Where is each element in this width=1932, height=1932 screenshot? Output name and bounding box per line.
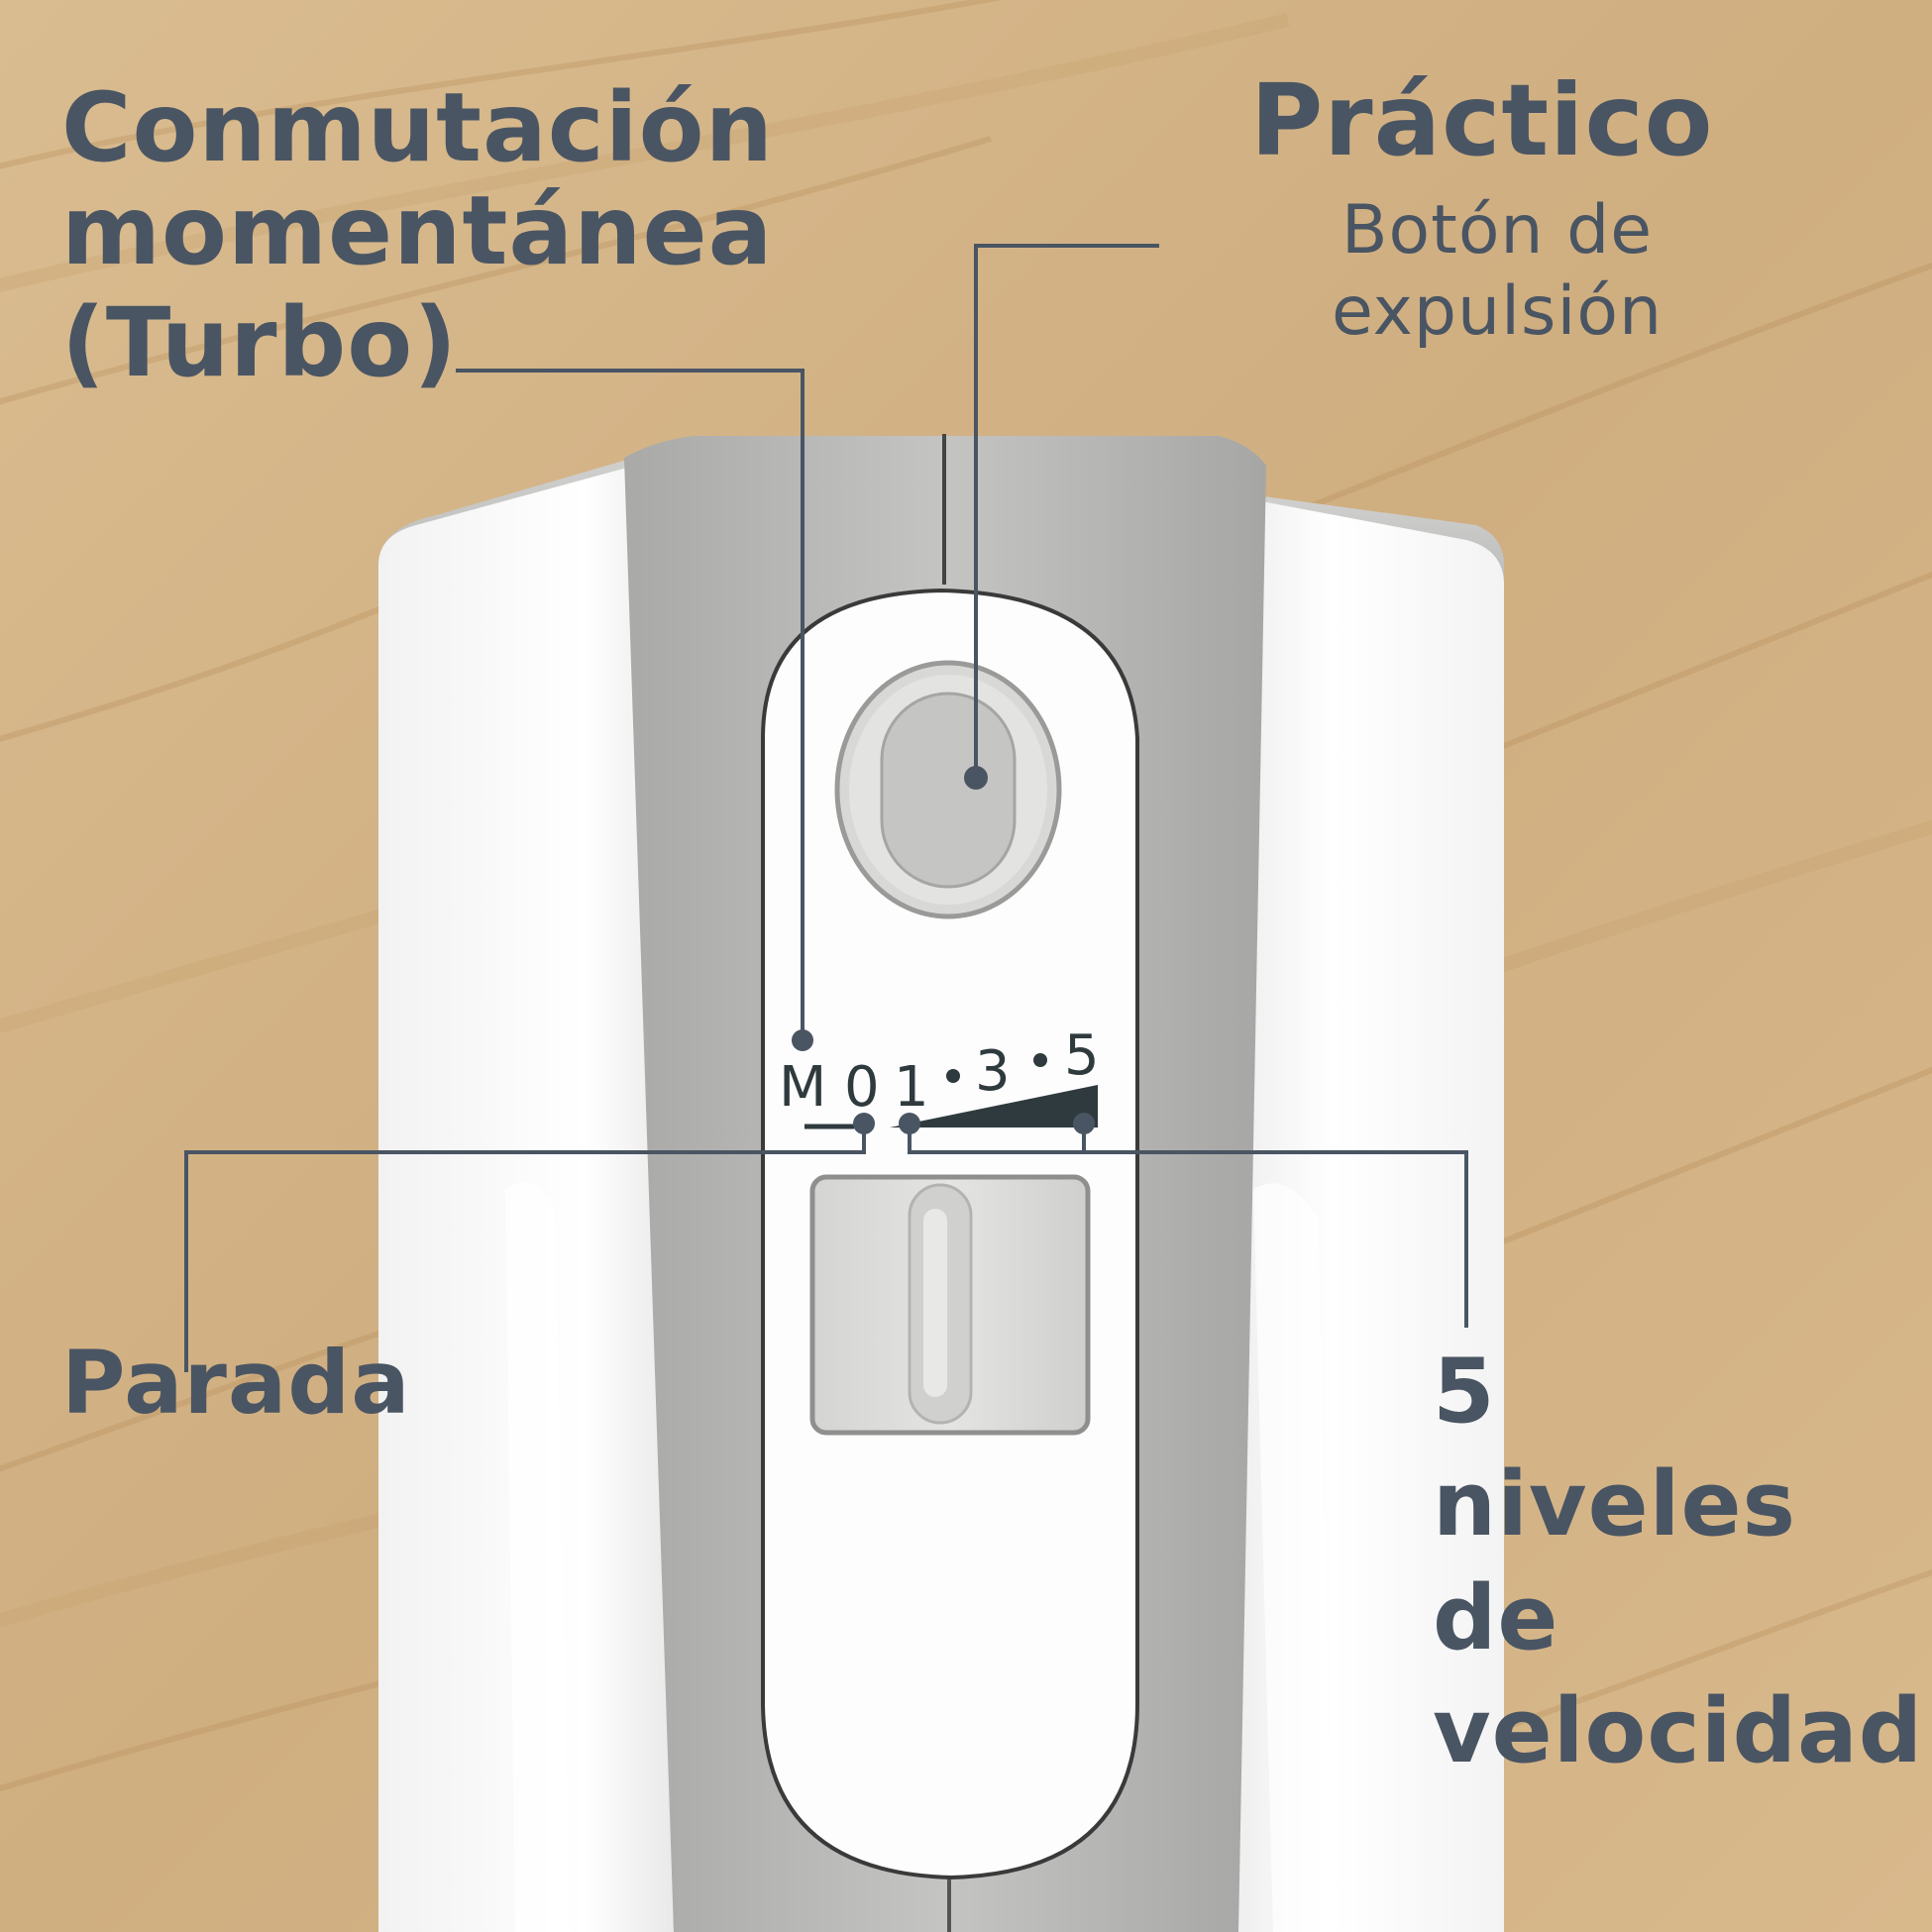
speeds-callout: 5 niveles de velocidad [1433, 1336, 1923, 1788]
mixer-body [378, 434, 1504, 1932]
scale-label-zero: 0 [844, 1055, 880, 1120]
speed-scale: M 0 1 3 5 [779, 1023, 1100, 1129]
stop-callout: Parada [61, 1332, 411, 1434]
scale-label-m: M [779, 1055, 826, 1120]
speeds-callout-line4: velocidad [1433, 1678, 1924, 1783]
eject-callout-line2: expulsión [1332, 271, 1664, 351]
eject-callout-subtitle: Botón de expulsión [1332, 190, 1663, 352]
speeds-callout-line1: 5 [1433, 1340, 1496, 1444]
scale-label-five: 5 [1064, 1023, 1100, 1088]
callout-dots [792, 766, 1095, 1134]
turbo-callout-line3: (Turbo) [61, 287, 459, 399]
turbo-callout: Conmutación momentánea (Turbo) [61, 72, 774, 399]
eject-callout-title: Práctico [1250, 62, 1714, 178]
speed-ramp-icon [890, 1085, 1098, 1127]
scale-label-three: 3 [975, 1039, 1011, 1104]
turbo-callout-line1: Conmutación [61, 72, 774, 183]
speeds-callout-line2: niveles [1433, 1452, 1797, 1557]
callout-lines [184, 244, 1468, 1372]
eject-callout-line1: Botón de [1341, 191, 1654, 269]
scale-label-one: 1 [894, 1055, 929, 1120]
speeds-callout-line3: de [1433, 1565, 1559, 1670]
turbo-callout-line2: momentánea [61, 174, 774, 286]
